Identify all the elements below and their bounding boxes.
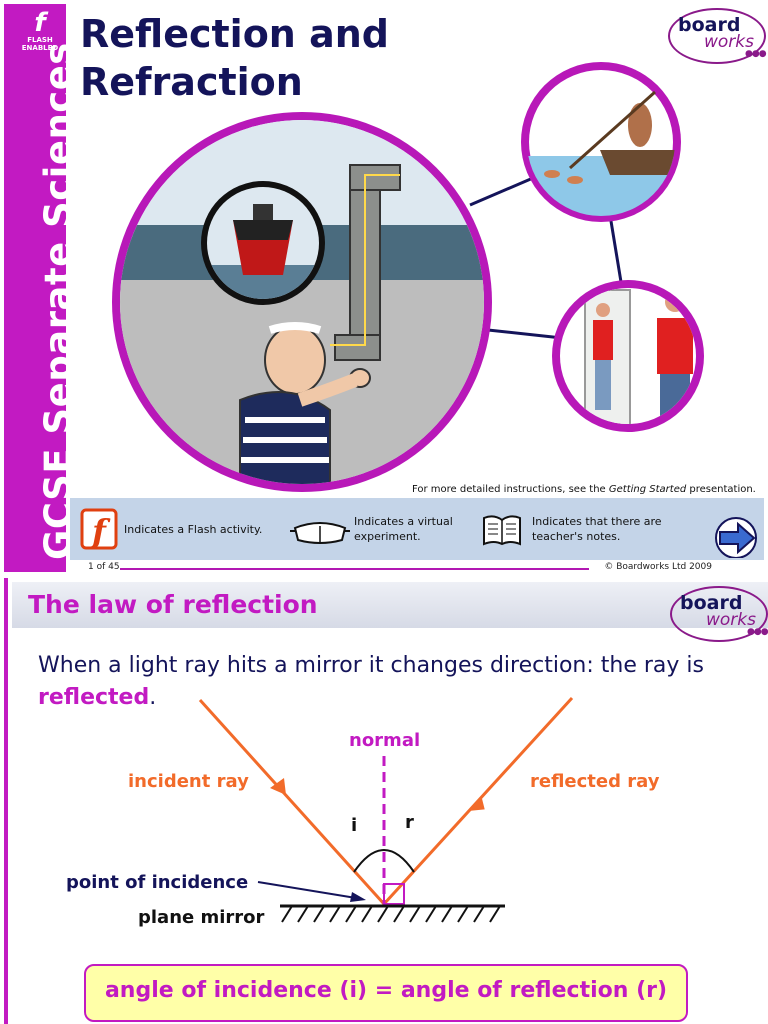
spear-fishing-scene bbox=[521, 62, 681, 222]
incident-arrowhead bbox=[270, 778, 286, 795]
copyright: © Boardworks Ltd 2009 bbox=[604, 562, 712, 572]
reflected-highlight: reflected bbox=[38, 685, 150, 710]
slide-footer: 1 of 45 © Boardworks Ltd 2009 bbox=[70, 562, 764, 574]
reflected-ray-label: reflected ray bbox=[530, 771, 660, 792]
angle-r-label: r bbox=[405, 812, 414, 833]
slide-title: Reflection and Refraction bbox=[80, 10, 389, 106]
incident-ray-label: incident ray bbox=[128, 771, 249, 792]
flash-badge-label-2: ENABLED bbox=[21, 44, 59, 52]
next-arrow-button[interactable] bbox=[710, 514, 762, 558]
flash-badge-label-1: FLASH bbox=[27, 36, 53, 44]
mirror-scene bbox=[552, 280, 704, 432]
legend-flash-text: Indicates a Flash activity. bbox=[124, 523, 263, 536]
flash-enabled-badge: f FLASH ENABLED bbox=[18, 10, 62, 62]
intro-text: When a light ray hits a mirror it change… bbox=[38, 653, 704, 710]
instructions-text: For more detailed instructions, see the … bbox=[412, 484, 756, 495]
slide-title: The law of reflection bbox=[28, 590, 318, 619]
sidebar: f FLASH ENABLED bbox=[4, 4, 66, 572]
angle-arc bbox=[353, 849, 415, 873]
right-angle-marker bbox=[383, 883, 405, 905]
mirror-hatching bbox=[281, 905, 501, 923]
title-line-2: Refraction bbox=[80, 60, 303, 104]
goggles-icon bbox=[290, 522, 350, 544]
boardworks-logo: board works ●●● bbox=[670, 586, 768, 644]
incident-ray-line bbox=[198, 698, 386, 906]
cover-illustration bbox=[112, 62, 704, 492]
page-number: 1 of 45 bbox=[88, 562, 120, 572]
reflection-diagram bbox=[198, 696, 574, 923]
content-slide: The law of reflection board works ●●● Wh… bbox=[0, 578, 768, 1024]
plane-mirror-label: plane mirror bbox=[138, 907, 265, 928]
legend-notes-text: Indicates that there are teacher's notes… bbox=[532, 515, 662, 543]
equation-text: angle of incidence (i) = angle of reflec… bbox=[104, 978, 668, 1003]
point-of-incidence-label: point of incidence bbox=[66, 872, 249, 893]
slide-header bbox=[12, 582, 768, 628]
ship-view bbox=[201, 181, 325, 305]
title-slide: f FLASH ENABLED GCSE Separate Sciences R… bbox=[4, 4, 767, 574]
periscope-scene bbox=[112, 112, 492, 492]
legend-bar: f Indicates a Flash activity. Indicates … bbox=[70, 498, 764, 560]
book-icon bbox=[483, 515, 521, 546]
normal-label: normal bbox=[349, 730, 421, 751]
boardworks-logo: board works ●●● bbox=[668, 8, 767, 66]
equation-box: angle of incidence (i) = angle of reflec… bbox=[84, 964, 688, 1022]
flash-icon: f bbox=[34, 8, 46, 38]
angle-i-label: i bbox=[351, 815, 358, 836]
svg-text:f: f bbox=[90, 512, 111, 550]
legend-experiment-text: Indicates a virtual experiment. bbox=[354, 515, 453, 543]
reflected-arrowhead bbox=[470, 795, 485, 811]
flash-icon: f bbox=[80, 508, 118, 550]
title-line-1: Reflection and bbox=[80, 12, 389, 56]
